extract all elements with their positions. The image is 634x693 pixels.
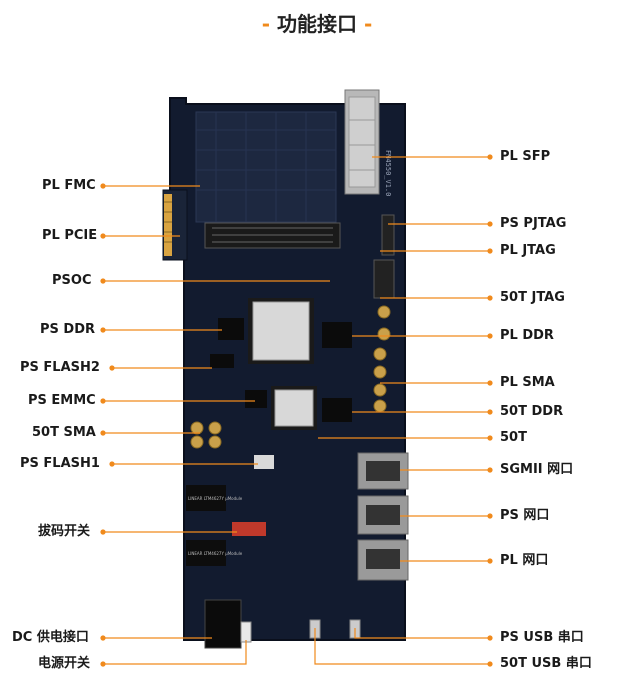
label-ps-flash2: PS FLASH2 bbox=[20, 360, 100, 375]
label-pl-sma: PL SMA bbox=[500, 375, 555, 390]
t50-sma-connectors bbox=[190, 421, 222, 449]
label-dip-switch: 拔码开关 bbox=[38, 524, 91, 539]
jtag-header bbox=[373, 259, 395, 299]
label-power-switch: 电源开关 bbox=[38, 656, 91, 671]
power-module-2 bbox=[186, 540, 226, 566]
title-dash-left: - bbox=[261, 12, 271, 36]
emmc-chip bbox=[245, 390, 267, 408]
title-dash-right: - bbox=[363, 12, 373, 36]
power-module-1 bbox=[186, 485, 226, 511]
pjtag-header bbox=[381, 214, 395, 256]
label-ps-ddr: PS DDR bbox=[40, 322, 96, 337]
label-ps-pjtag: PS PJTAG bbox=[500, 216, 567, 231]
label-psoc: PSOC bbox=[52, 273, 92, 288]
label-50t-jtag: 50T JTAG bbox=[500, 290, 565, 305]
label-ps-flash1: PS FLASH1 bbox=[20, 456, 100, 471]
label-pl-fmc: PL FMC bbox=[42, 178, 96, 193]
dc-jack bbox=[204, 599, 242, 649]
label-ps-usb: PS USB 串口 bbox=[500, 630, 584, 645]
t50-ddr-chip bbox=[322, 398, 352, 422]
pl-ddr-chip bbox=[322, 322, 352, 348]
pcie-gold-fingers bbox=[164, 194, 172, 256]
sfp-board-text: FM4550_V1.0 bbox=[384, 150, 392, 196]
label-ps-emmc: PS EMMC bbox=[28, 393, 96, 408]
label-50t: 50T bbox=[500, 430, 527, 445]
label-dc-power: DC 供电接口 bbox=[12, 630, 89, 645]
title-text: 功能接口 bbox=[277, 12, 357, 36]
label-sgmii: SGMII 网口 bbox=[500, 462, 574, 477]
label-pl-eth: PL 网口 bbox=[500, 553, 549, 568]
label-50t-sma: 50T SMA bbox=[32, 425, 96, 440]
flash2-chip bbox=[210, 354, 234, 368]
label-pl-ddr: PL DDR bbox=[500, 328, 554, 343]
label-pl-sfp: PL SFP bbox=[500, 149, 551, 164]
label-ps-eth: PS 网口 bbox=[500, 508, 550, 523]
label-50t-ddr: 50T DDR bbox=[500, 404, 564, 419]
fmc-area bbox=[195, 111, 337, 223]
label-50t-usb: 50T USB 串口 bbox=[500, 656, 592, 671]
label-pl-jtag: PL JTAG bbox=[500, 243, 556, 258]
ps-ddr-chip bbox=[218, 318, 244, 340]
label-pl-pcie: PL PCIE bbox=[42, 228, 98, 243]
dip-switch bbox=[232, 522, 266, 536]
flash1-chip bbox=[254, 455, 274, 469]
power-module-2-text: LINEAR LTM4627Y μModule bbox=[188, 551, 243, 556]
pl-sma-connectors bbox=[373, 305, 391, 413]
power-switch bbox=[240, 621, 252, 643]
page-title: - 功能接口 - bbox=[0, 8, 634, 37]
power-module-1-text: LINEAR LTM4627Y μModule bbox=[188, 496, 243, 501]
